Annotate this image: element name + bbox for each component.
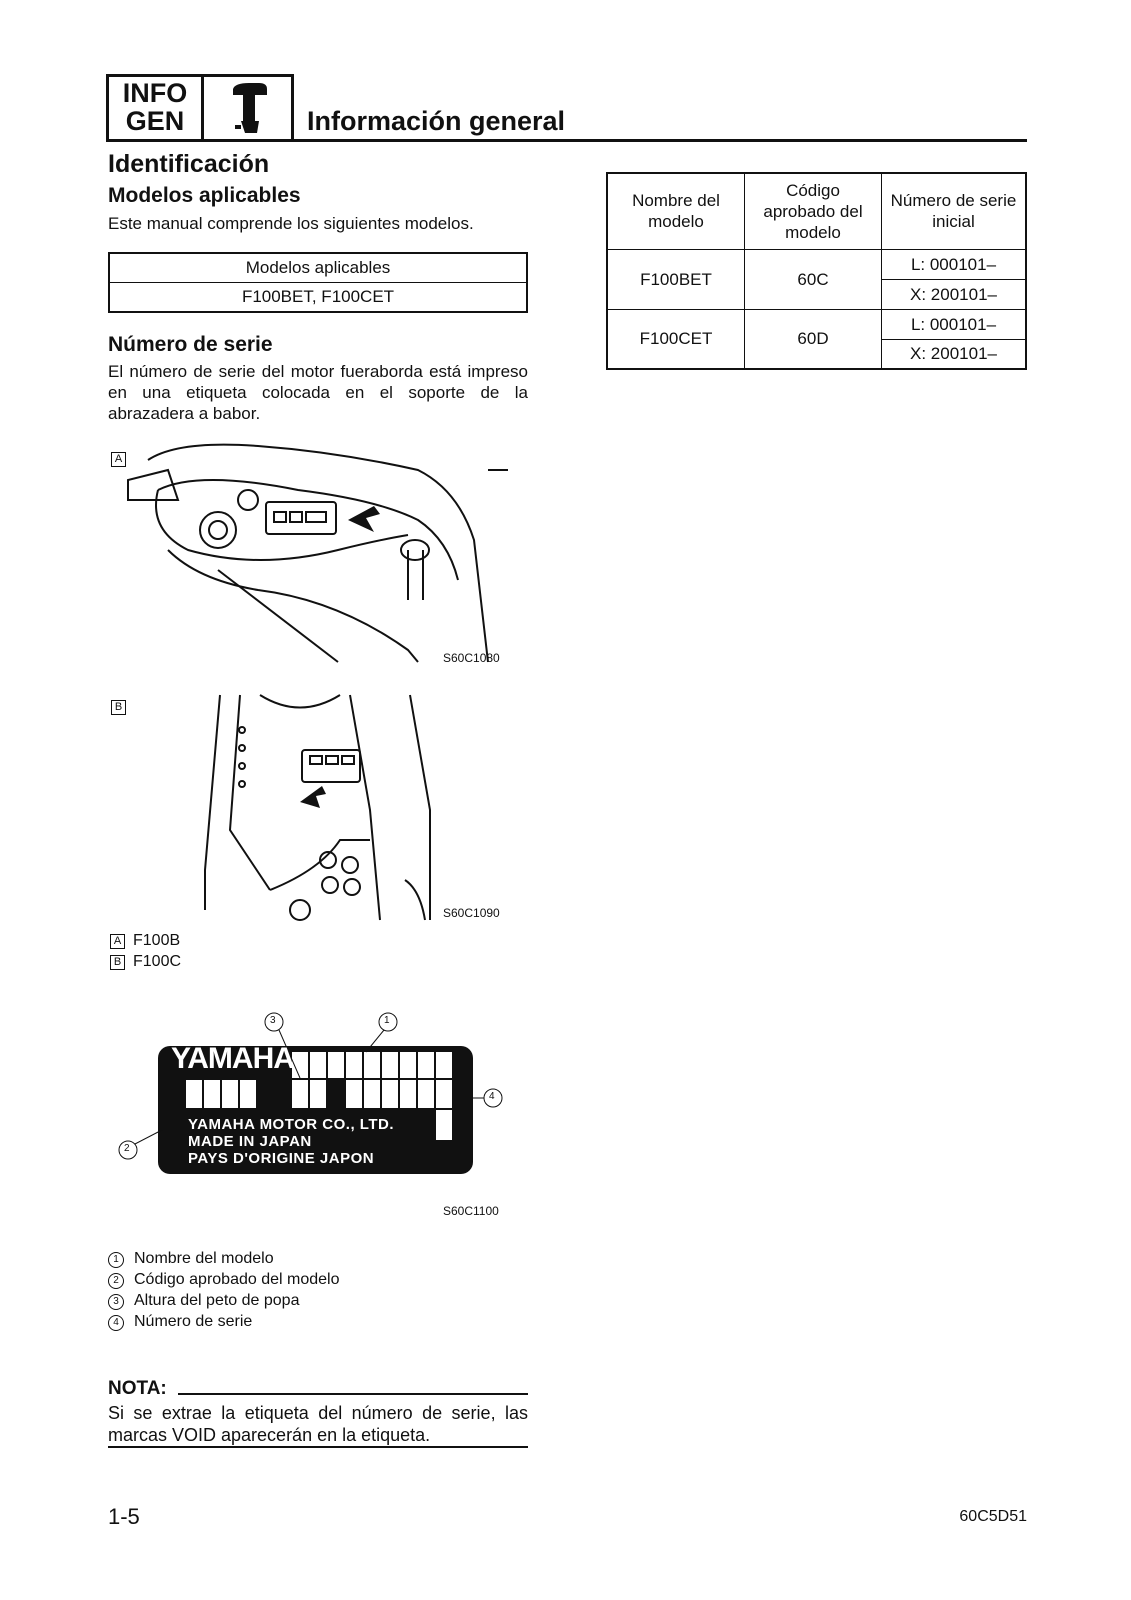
legend-item: 4 Número de serie [108,1311,339,1332]
table-header-cell: Código aprobado del modelo [744,172,882,250]
label-line-3: PAYS D'ORIGINE JAPON [188,1150,375,1167]
legend-key: B [110,955,125,970]
table-header-cell: Número de serie inicial [881,172,1027,250]
table-cell: F100CET [606,308,745,370]
figure-a-drawing [127,443,508,663]
table-row: X: 200101– [607,338,1027,370]
legend-key: 4 [108,1315,124,1331]
figure-b-code-label: S60C1090 [443,906,500,920]
table-cell: F100BET, F100CET [108,282,528,313]
label-figure-code: S60C1100 [443,1204,499,1218]
label-line-2: MADE IN JAPAN [188,1133,312,1150]
label-text: YAMAHA MOTOR CO., LTD. MADE IN JAPAN PAY… [188,1116,394,1167]
callout-1: 1 [384,1015,390,1026]
callout-3: 3 [270,1015,276,1026]
label-line-1: YAMAHA MOTOR CO., LTD. [188,1116,394,1133]
section-title: Identificación [108,150,270,178]
header-rule [294,139,1027,142]
figure-b-drawing [204,694,431,921]
serial-text: El número de serie del motor fueraborda … [108,362,528,423]
legend-item: 3 Altura del peto de popa [108,1290,339,1311]
badge-line-2: GEN [125,106,185,136]
legend-text: F100C [133,953,182,970]
table-cell: X: 200101– [881,338,1027,370]
note-rule-top [178,1393,528,1395]
table-cell: 60D [744,308,882,370]
serial-number-table: Nombre del modelo Código aprobado del mo… [606,172,1027,370]
figure-letter-legend: A F100B B F100C [110,930,181,972]
table-header-cell: Nombre del modelo [606,172,745,250]
table-cell: L: 000101– [881,248,1027,280]
legend-item: A F100B [110,930,181,951]
figure-a-marker: A [111,452,126,467]
callout-2: 2 [124,1143,130,1154]
table-row: F100CET 60D L: 000101– [606,308,1027,370]
applicable-heading: Modelos aplicables [108,184,301,207]
legend-text: F100B [133,932,181,949]
table-cell: F100BET [606,248,745,310]
badge-text: INFO GEN [109,79,201,135]
legend-text: Código aprobado del modelo [134,1271,340,1288]
badge-divider [201,77,204,139]
badge-line-1: INFO [122,78,188,108]
legend-item: 2 Código aprobado del modelo [108,1269,339,1290]
outboard-motor-icon [233,83,267,133]
note-title: NOTA: [108,1378,167,1399]
number-legend: 1 Nombre del modelo 2 Código aprobado del … [108,1248,339,1332]
table-cell: 60C [744,248,882,310]
document-code: 60C5D51 [959,1508,1027,1525]
note-text: Si se extrae la etiqueta del número de s… [108,1403,528,1445]
legend-key: 2 [108,1273,124,1289]
table-cell: L: 000101– [881,308,1027,340]
serial-heading: Número de serie [108,333,273,356]
table-cell: X: 200101– [881,278,1027,310]
table-row: F100BET 60C L: 000101– [606,248,1027,310]
serial-label-figure: YAMAHA YAMAHA MOTOR CO., LTD. MADE IN JA… [118,1012,518,1182]
note-rule-bottom [108,1446,528,1448]
legend-text: Número de serie [134,1313,253,1330]
label-brand: YAMAHA [171,1042,295,1075]
legend-key: 1 [108,1252,124,1268]
applicable-intro: Este manual comprende los siguientes mod… [108,214,474,233]
table-header-cell: Modelos aplicables [108,252,528,283]
applicable-models-table: Modelos aplicables F100BET, F100CET [108,252,528,313]
legend-item: 1 Nombre del modelo [108,1248,339,1269]
section-badge: INFO GEN [106,74,294,142]
legend-key: A [110,934,125,949]
figure-b-marker: B [111,700,126,715]
serial-label-drawing [118,1012,503,1174]
table-row: X: 200101– [607,278,1027,310]
legend-item: B F100C [110,951,181,972]
legend-text: Altura del peto de popa [134,1292,300,1309]
legend-key: 3 [108,1294,124,1310]
page-number: 1-5 [108,1504,140,1529]
figure-a-code-label: S60C1080 [443,651,500,665]
callout-4: 4 [489,1091,495,1102]
page-title: Información general [307,106,566,136]
legend-text: Nombre del modelo [134,1250,274,1267]
